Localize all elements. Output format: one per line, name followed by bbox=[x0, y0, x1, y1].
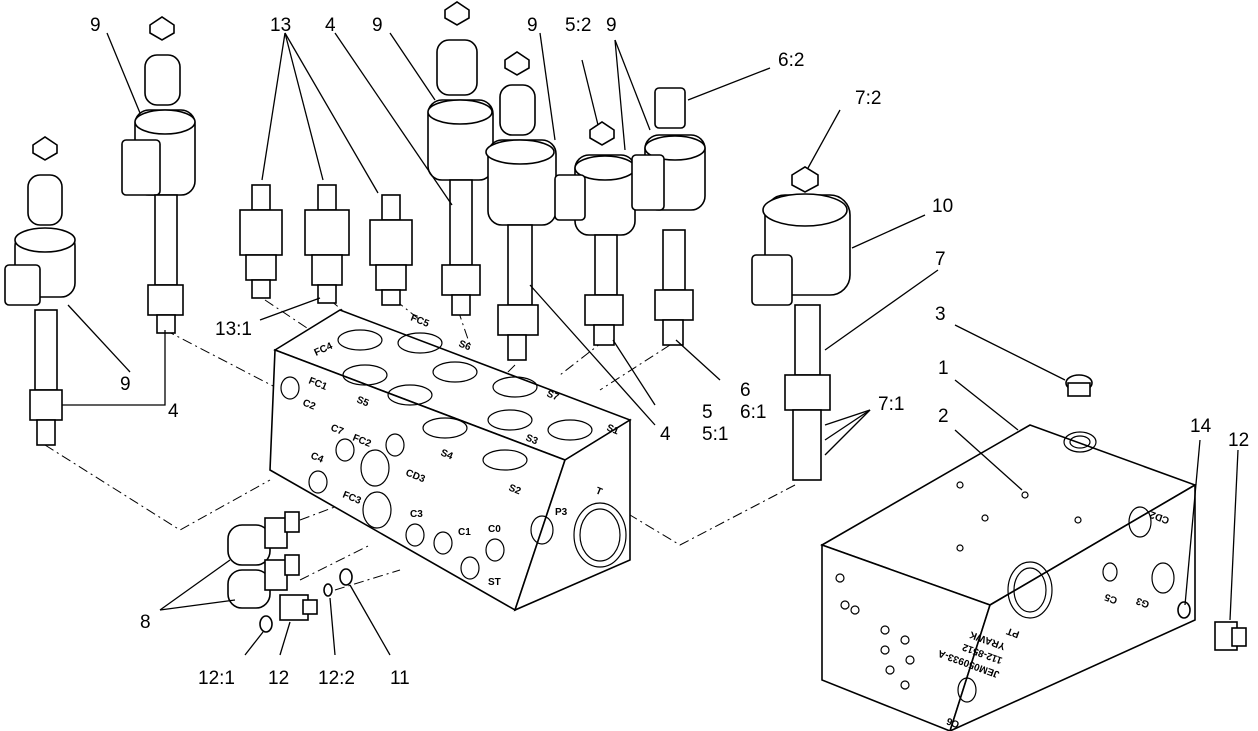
right-manifold-block: CD2 C5 G3 C6 JEM050933-A 112-8512 YRAWK … bbox=[820, 424, 1197, 731]
callout-label: 4 bbox=[660, 424, 671, 445]
svg-text:PT: PT bbox=[1005, 625, 1021, 640]
callout-label: 14 bbox=[1190, 416, 1212, 437]
callout-label: 7:2 bbox=[855, 88, 881, 109]
callout-label: 9 bbox=[606, 15, 617, 36]
port-label: C2 bbox=[301, 398, 317, 413]
callout-label: 12:2 bbox=[318, 668, 355, 689]
callout-label: 6:1 bbox=[740, 402, 766, 423]
port-label: C5 bbox=[1103, 591, 1119, 606]
callout-label: 10 bbox=[932, 196, 953, 217]
port-label: G3 bbox=[1134, 594, 1151, 609]
leader-lines bbox=[62, 32, 1239, 656]
callout-label: 6 bbox=[740, 380, 751, 401]
left-block-side-bores bbox=[530, 502, 627, 568]
callout-label: 9 bbox=[90, 15, 101, 36]
port-label: ST bbox=[488, 577, 501, 588]
callout-label: 3 bbox=[935, 304, 946, 325]
callout-label: 8 bbox=[140, 612, 151, 633]
solenoid-coil bbox=[121, 16, 196, 334]
port-label: C1 bbox=[458, 527, 471, 538]
front-fittings bbox=[227, 374, 1247, 651]
port-label: C6 bbox=[945, 715, 961, 730]
callout-label: 6:2 bbox=[778, 50, 804, 71]
port-label: C7 bbox=[329, 423, 345, 438]
callout-label: 5:1 bbox=[702, 424, 728, 445]
callout-label: 13 bbox=[270, 15, 291, 36]
port-label: P3 bbox=[555, 507, 568, 518]
callout-label: 13:1 bbox=[215, 319, 252, 340]
left-manifold-block: FC5 S6 FC4 FC1 S5 C2 S7 C7 FC2 S1 C4 CD3… bbox=[269, 309, 632, 612]
callout-labels: 9 13 4 9 9 5:2 9 6:2 7:2 10 7 3 1 2 14 1… bbox=[90, 15, 1249, 689]
callout-label: 12 bbox=[1228, 430, 1249, 451]
callout-label: 9 bbox=[527, 15, 538, 36]
callout-label: 4 bbox=[168, 401, 179, 422]
callout-label: 2 bbox=[938, 406, 949, 427]
port-label: S3 bbox=[524, 433, 540, 448]
relief-valve bbox=[369, 194, 413, 306]
callout-label: 11 bbox=[390, 668, 410, 689]
solenoid-coil bbox=[631, 87, 706, 346]
port-label: S7 bbox=[545, 389, 561, 404]
port-label: S2 bbox=[507, 483, 523, 498]
callout-label: 12:1 bbox=[198, 668, 235, 689]
port-label: C4 bbox=[309, 451, 325, 466]
relief-valve bbox=[304, 184, 350, 304]
port-label: S5 bbox=[355, 395, 371, 410]
left-block-port-labels: FC5 S6 FC4 FC1 S5 C2 S7 C7 FC2 S1 C4 CD3… bbox=[301, 313, 621, 588]
solenoid-coil bbox=[427, 1, 494, 316]
relief-valves bbox=[239, 184, 413, 306]
port-label: T bbox=[594, 486, 604, 498]
port-label: C0 bbox=[488, 524, 501, 535]
port-label: S1 bbox=[605, 423, 621, 438]
solenoid-coil bbox=[751, 166, 851, 481]
callout-label: 7:1 bbox=[878, 394, 904, 415]
solenoid-coil bbox=[4, 136, 76, 446]
left-block-front-bores bbox=[280, 376, 505, 580]
solenoid-coil bbox=[554, 121, 636, 346]
callout-label: 12 bbox=[268, 668, 289, 689]
callout-label: 5 bbox=[702, 402, 713, 423]
callout-label: 5:2 bbox=[565, 15, 591, 36]
port-label: FC5 bbox=[409, 313, 431, 330]
port-label: S6 bbox=[457, 339, 473, 354]
left-block-top-bores bbox=[337, 329, 593, 471]
port-label: C3 bbox=[410, 509, 423, 520]
relief-valve bbox=[239, 184, 283, 299]
solenoid-coils bbox=[4, 1, 851, 481]
callout-label: 9 bbox=[372, 15, 383, 36]
callout-label: 9 bbox=[120, 374, 131, 395]
callout-label: 1 bbox=[938, 358, 949, 379]
callout-label: 4 bbox=[325, 15, 336, 36]
callout-label: 7 bbox=[935, 249, 946, 270]
port-label: S4 bbox=[439, 448, 455, 463]
solenoid-coil bbox=[485, 51, 557, 361]
